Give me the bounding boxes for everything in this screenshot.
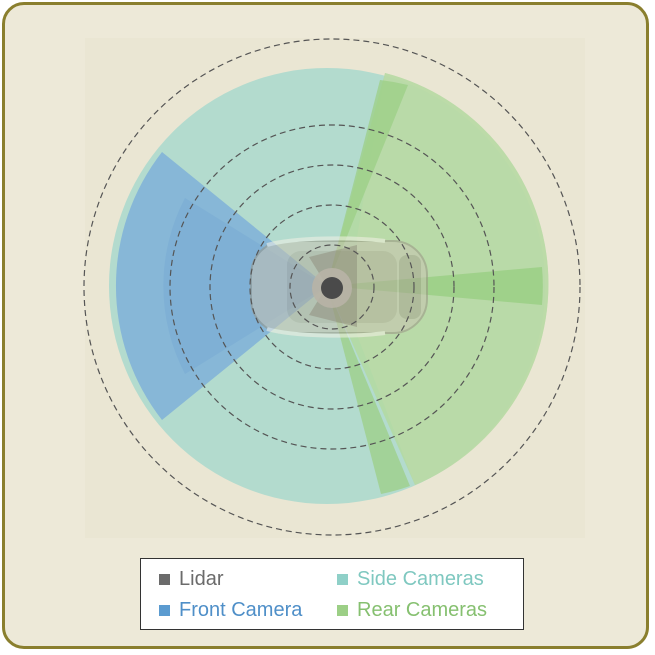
lidar-sensor-icon <box>321 277 343 299</box>
legend-item-lidar: Lidar <box>159 567 223 591</box>
range-ring-1 <box>83 38 581 536</box>
legend-item-front-camera: Front Camera <box>159 598 302 622</box>
front-camera-coverage <box>115 152 327 420</box>
lidar-swatch <box>159 573 170 585</box>
rear-center-camera-coverage <box>327 267 543 305</box>
legend-label-rear-cameras: Rear Cameras <box>357 599 488 621</box>
range-ring-3 <box>209 164 455 410</box>
range-ring-5 <box>289 244 375 330</box>
rear-cameras-swatch <box>337 604 348 616</box>
legend-item-side-cameras: Side Cameras <box>337 567 484 591</box>
side-cameras-swatch <box>337 573 348 585</box>
diagram-frame: Lidar Side Cameras Front Camera Rear Cam… <box>2 2 649 649</box>
legend-label-lidar: Lidar <box>179 568 224 590</box>
legend-item-rear-cameras: Rear Cameras <box>337 598 487 622</box>
range-ring-2 <box>169 124 495 450</box>
rear-upper-edge-band <box>327 80 408 286</box>
front-camera-swatch <box>159 604 170 616</box>
range-ring-4 <box>249 204 415 370</box>
legend-label-side-cameras: Side Cameras <box>357 568 484 590</box>
legend-label-front-camera: Front Camera <box>179 599 303 621</box>
legend: Lidar Side Cameras Front Camera Rear Cam… <box>140 558 524 630</box>
sensor-coverage-diagram <box>83 38 581 536</box>
front-camera-inner-wedge <box>163 198 327 374</box>
range-rings <box>83 38 581 536</box>
rear-lower-edge-band <box>327 286 410 494</box>
